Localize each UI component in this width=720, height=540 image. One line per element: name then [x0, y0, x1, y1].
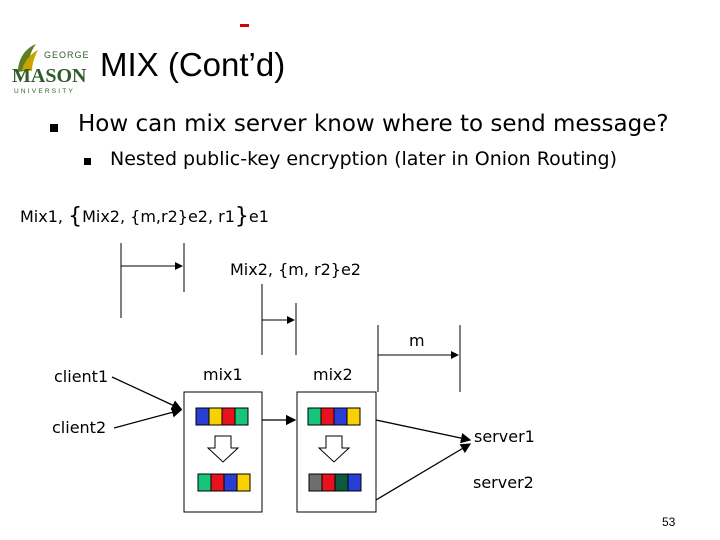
- message-open-brace: {: [68, 204, 83, 229]
- server1-label: server1: [474, 427, 535, 446]
- message-inner: Mix2, {m,r2}e2, r1: [82, 207, 235, 226]
- mix1-input-messages: [195, 407, 249, 426]
- title-accent-mark: [240, 24, 249, 27]
- bullet-level1: How can mix server know where to send me…: [78, 111, 669, 137]
- mix2-to-server2-arrow: [375, 443, 472, 501]
- message-format-line: Mix1, {Mix2, {m,r2}e2, r1}e1: [20, 204, 269, 229]
- mix2-input-messages: [307, 407, 361, 426]
- mix2-label: mix2: [313, 365, 353, 384]
- george-mason-logo: GEORGE MASON UNIVERSITY: [12, 44, 90, 95]
- slide-title: MIX (Cont’d): [100, 46, 286, 83]
- bullet-square: [50, 124, 58, 132]
- mix2-box: [296, 391, 377, 513]
- client2-label: client2: [52, 418, 107, 437]
- client1-label: client1: [54, 367, 109, 386]
- client1-arrow: [111, 376, 183, 410]
- bullet-level2: Nested public-key encryption (later in O…: [110, 148, 618, 170]
- server2-label: server2: [473, 473, 534, 492]
- mix2-to-server1-arrow: [375, 419, 472, 444]
- mix1-box: [183, 391, 263, 513]
- mix2-output-messages: [308, 473, 362, 492]
- bullet-square: [84, 158, 91, 165]
- mix1-label: mix1: [203, 365, 243, 384]
- mix1-shuffle-arrow-icon: [206, 435, 240, 463]
- mix1-output-messages: [197, 473, 251, 492]
- hop2-label: Mix2, {m, r2}e2: [230, 260, 361, 279]
- page-number: 53: [662, 515, 676, 529]
- client2-arrow: [113, 407, 183, 429]
- logo-top-text: GEORGE: [44, 50, 90, 60]
- message-close-brace: }: [234, 204, 249, 229]
- message-suffix: e1: [248, 207, 269, 226]
- message-prefix: Mix1,: [20, 207, 69, 226]
- hop3-label: m: [409, 331, 425, 350]
- mix2-shuffle-arrow-icon: [317, 435, 351, 463]
- logo-bottom-text: UNIVERSITY: [14, 88, 75, 95]
- logo-main-text: MASON: [12, 65, 87, 87]
